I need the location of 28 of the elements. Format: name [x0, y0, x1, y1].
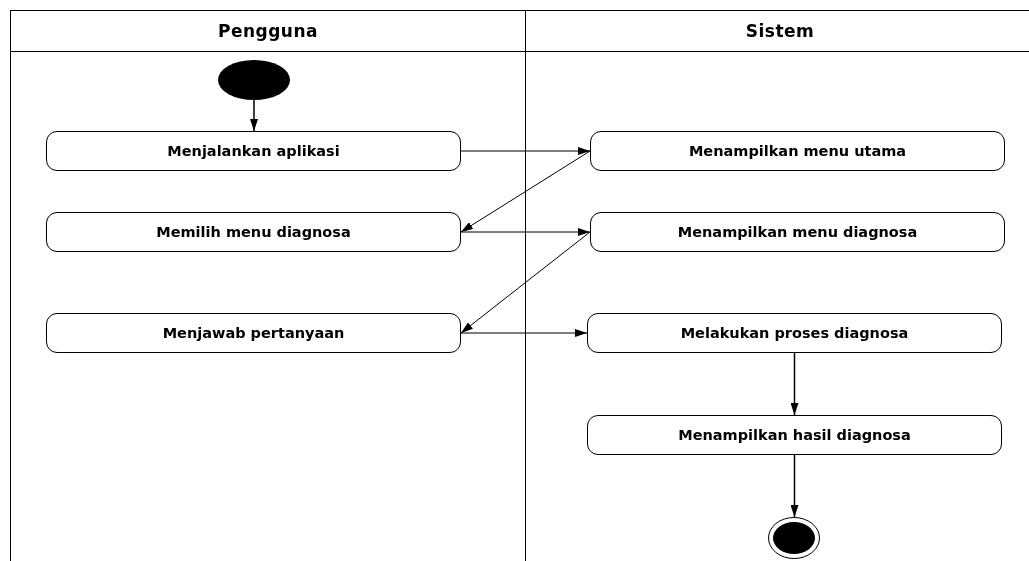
activity-label: Menampilkan menu utama — [688, 143, 907, 159]
activity-box — [587, 313, 1002, 353]
arrow — [460, 147, 591, 155]
activity-box — [590, 131, 1005, 171]
arrow — [790, 454, 799, 518]
activity-box — [46, 212, 461, 252]
arrow — [790, 352, 799, 416]
activity-box — [46, 313, 461, 353]
activity-box — [587, 415, 1002, 455]
lane-title: Pengguna — [217, 21, 319, 41]
final-node — [768, 517, 820, 559]
swimlane — [10, 10, 526, 561]
activity-label: Menjalankan aplikasi — [167, 143, 340, 159]
activity-box — [46, 131, 461, 171]
activity-label: Menjawab pertanyaan — [162, 325, 345, 341]
arrow — [460, 231, 591, 334]
arrow — [460, 228, 591, 236]
activity-box — [590, 212, 1005, 252]
activity-label: Memilih menu diagnosa — [156, 224, 351, 240]
arrow — [460, 329, 588, 337]
activity-label: Menampilkan hasil diagnosa — [678, 427, 911, 443]
arrow — [250, 99, 258, 132]
activity-label: Melakukan proses diagnosa — [680, 325, 909, 341]
activity-label: Menampilkan menu diagnosa — [677, 224, 918, 240]
start-node — [218, 60, 290, 100]
swimlane — [525, 10, 1029, 561]
lane-title: Sistem — [745, 21, 815, 41]
arrow — [460, 150, 591, 233]
